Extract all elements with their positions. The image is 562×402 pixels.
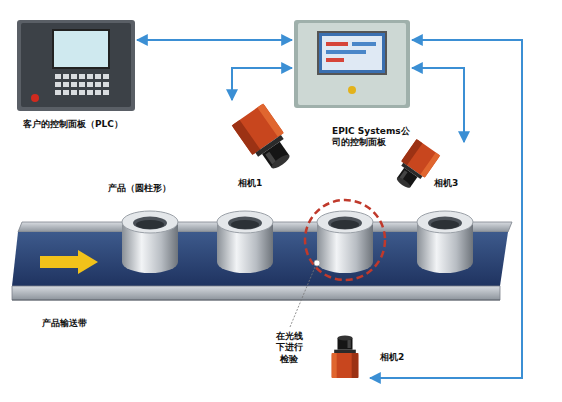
control-panel: EPIC Systems公司的控制面板 (292, 18, 412, 110)
camera-label: 相机1 (238, 178, 262, 189)
camera-icon (320, 322, 370, 394)
signal-line (412, 68, 464, 142)
camera: 相机2 (320, 322, 370, 394)
callout-note: 在光线下进行检验 (274, 331, 304, 365)
camera: 相机1 (228, 100, 300, 176)
signal-line (232, 68, 292, 100)
camera-icon (228, 100, 300, 176)
signal-line (137, 39, 292, 41)
epic-panel-icon (292, 18, 412, 110)
panel-label: EPIC Systems公司的控制面板 (332, 126, 410, 149)
plc-panel-icon (15, 18, 137, 113)
camera: 相机3 (386, 138, 446, 192)
camera-label: 相机3 (434, 178, 458, 189)
product-label: 产品（圆柱形） (108, 183, 171, 194)
panel-label: 客户的控制面板（PLC） (23, 119, 123, 130)
conveyor-label: 产品输送带 (42, 318, 87, 329)
camera-label: 相机2 (380, 352, 404, 363)
control-panel: 客户的控制面板（PLC） (15, 18, 137, 113)
